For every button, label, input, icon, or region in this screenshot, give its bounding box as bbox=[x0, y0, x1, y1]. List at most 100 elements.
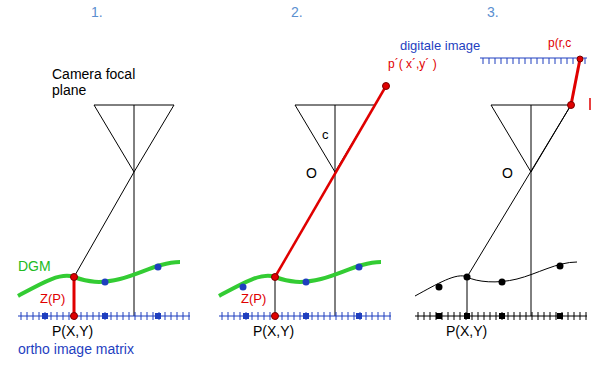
tick-mark bbox=[483, 58, 484, 64]
tick-mark bbox=[336, 312, 337, 320]
terrain-curve bbox=[219, 262, 381, 296]
tick-mark bbox=[543, 58, 544, 64]
point-label: P(X,Y) bbox=[446, 323, 487, 339]
tick-mark bbox=[93, 312, 94, 320]
tick-mark bbox=[135, 312, 136, 320]
tick-mark bbox=[561, 58, 562, 64]
image-line bbox=[480, 58, 587, 59]
tick-mark bbox=[430, 312, 431, 320]
tick-mark bbox=[585, 58, 586, 64]
tick-mark bbox=[556, 312, 557, 320]
center-label: O bbox=[502, 165, 513, 181]
terrain-curve bbox=[415, 262, 577, 296]
tick-mark bbox=[147, 312, 148, 320]
tick-mark bbox=[258, 312, 259, 320]
projection-ray bbox=[74, 172, 134, 277]
height-label: Z(P) bbox=[40, 292, 65, 307]
tick-mark bbox=[87, 312, 88, 320]
tick-mark bbox=[526, 312, 527, 320]
tick-mark bbox=[57, 312, 58, 320]
tick-mark bbox=[537, 58, 538, 64]
tick-mark bbox=[264, 312, 265, 320]
optical-axis bbox=[335, 105, 336, 316]
panel-number: 3. bbox=[487, 4, 499, 20]
height-line bbox=[73, 277, 76, 316]
tick-mark bbox=[270, 312, 271, 320]
tick-mark bbox=[51, 312, 52, 320]
tick-mark bbox=[495, 58, 496, 64]
center-label: O bbox=[306, 165, 317, 181]
tick-mark bbox=[390, 312, 391, 320]
tick-mark bbox=[294, 312, 295, 320]
tick-mark bbox=[568, 312, 569, 320]
tick-mark bbox=[39, 312, 40, 320]
tick-mark bbox=[424, 312, 425, 320]
tick-mark bbox=[234, 312, 235, 320]
tick-mark bbox=[228, 312, 229, 320]
tick-mark bbox=[318, 312, 319, 320]
tick-mark bbox=[378, 312, 379, 320]
tick-mark bbox=[69, 312, 70, 320]
tick-mark bbox=[342, 312, 343, 320]
optical-axis bbox=[134, 105, 135, 316]
tick-mark bbox=[525, 58, 526, 64]
tick-mark bbox=[165, 312, 166, 320]
tick-mark bbox=[531, 58, 532, 64]
tick-mark bbox=[21, 312, 22, 320]
tick-mark bbox=[153, 312, 154, 320]
tick-mark bbox=[324, 312, 325, 320]
tick-mark bbox=[580, 312, 581, 320]
tick-mark bbox=[252, 312, 253, 320]
tick-mark bbox=[532, 312, 533, 320]
tick-mark bbox=[240, 312, 241, 320]
tick-mark bbox=[129, 312, 130, 320]
tick-mark bbox=[300, 312, 301, 320]
tick-mark bbox=[141, 312, 142, 320]
projection-ray bbox=[467, 105, 571, 277]
pixel-label: p(r,c bbox=[548, 37, 571, 51]
cut-mark bbox=[589, 98, 591, 110]
tick-mark bbox=[555, 58, 556, 64]
tick-mark bbox=[33, 312, 34, 320]
tick-mark bbox=[520, 312, 521, 320]
tick-mark bbox=[508, 312, 509, 320]
tick-mark bbox=[478, 312, 479, 320]
tick-mark bbox=[490, 312, 491, 320]
tick-mark bbox=[484, 312, 485, 320]
tick-mark bbox=[372, 312, 373, 320]
tick-mark bbox=[574, 312, 575, 320]
tick-mark bbox=[171, 312, 172, 320]
tick-mark bbox=[117, 312, 118, 320]
tick-mark bbox=[507, 58, 508, 64]
tick-mark bbox=[222, 312, 223, 320]
tick-mark bbox=[567, 58, 568, 64]
tick-mark bbox=[123, 312, 124, 320]
tick-mark bbox=[472, 312, 473, 320]
tick-mark bbox=[489, 58, 490, 64]
tick-mark bbox=[514, 312, 515, 320]
tick-mark bbox=[586, 312, 587, 320]
tick-mark bbox=[63, 312, 64, 320]
image-ray bbox=[571, 59, 580, 105]
tick-mark bbox=[354, 312, 355, 320]
height-label: Z(P) bbox=[241, 292, 266, 307]
tick-mark bbox=[348, 312, 349, 320]
panel-number: 2. bbox=[291, 4, 303, 20]
tick-mark bbox=[454, 312, 455, 320]
tick-mark bbox=[549, 58, 550, 64]
tick-mark bbox=[27, 312, 28, 320]
focal-length-label: c bbox=[322, 128, 329, 143]
tick-mark bbox=[99, 312, 100, 320]
tick-mark bbox=[519, 58, 520, 64]
image-label: digitale image bbox=[400, 39, 480, 54]
tick-mark bbox=[538, 312, 539, 320]
part-label: Camera focal plane bbox=[52, 66, 157, 98]
tick-mark bbox=[384, 312, 385, 320]
optical-axis bbox=[531, 105, 532, 316]
matrix-label: ortho image matrix bbox=[18, 341, 134, 357]
tick-mark bbox=[496, 312, 497, 320]
tick-mark bbox=[183, 312, 184, 320]
tick-mark bbox=[288, 312, 289, 320]
